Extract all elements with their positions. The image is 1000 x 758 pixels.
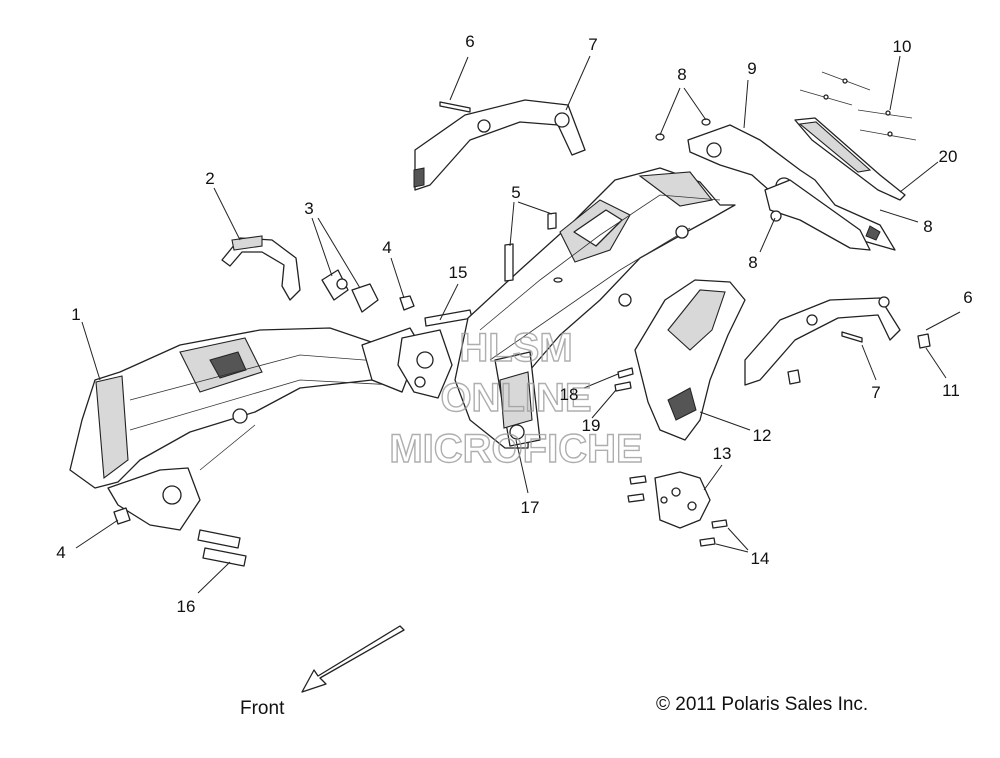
callout-17: 17 bbox=[521, 498, 540, 517]
callout-15: 15 bbox=[449, 263, 468, 282]
callout-19: 19 bbox=[582, 416, 601, 435]
callout-8-top: 8 bbox=[677, 65, 686, 84]
mount-bracket-part bbox=[654, 471, 711, 529]
copyright-text: © 2011 Polaris Sales Inc. bbox=[656, 694, 868, 715]
rear-rail-part-20 bbox=[794, 117, 906, 201]
clip-part-11 bbox=[917, 333, 931, 349]
clamp-part bbox=[221, 235, 301, 301]
watermark-line-1: HLSM bbox=[459, 326, 572, 370]
bolt-part-14 bbox=[627, 475, 728, 547]
rail-part-8 bbox=[764, 179, 881, 251]
rear-bracket-lower-part bbox=[744, 296, 901, 386]
front-direction-arrow bbox=[301, 625, 405, 693]
front-frame-part bbox=[69, 327, 421, 531]
callout-13: 13 bbox=[713, 444, 732, 463]
callout-1: 1 bbox=[71, 305, 80, 324]
callout-7-right: 7 bbox=[871, 383, 880, 402]
center-frame-part bbox=[454, 167, 736, 449]
clip-part-7-small bbox=[787, 369, 801, 385]
front-label: Front bbox=[240, 698, 285, 719]
nut-part-upper bbox=[399, 295, 415, 311]
pin-part bbox=[197, 529, 247, 567]
callout-20: 20 bbox=[939, 147, 958, 166]
callout-18: 18 bbox=[560, 385, 579, 404]
callout-10: 10 bbox=[893, 37, 912, 56]
callout-8-right: 8 bbox=[923, 217, 932, 236]
callout-11: 11 bbox=[942, 381, 960, 400]
fender-part bbox=[634, 279, 746, 441]
bracket-part bbox=[397, 309, 473, 399]
callout-12: 12 bbox=[753, 426, 772, 445]
callout-9: 9 bbox=[747, 59, 756, 78]
callout-labels: 1 2 3 4 4 5 6 6 7 7 8 8 8 9 10 11 12 13 … bbox=[56, 32, 972, 616]
callout-2: 2 bbox=[205, 169, 214, 188]
watermark-line-2: ONLINE bbox=[440, 376, 591, 420]
callout-14: 14 bbox=[751, 549, 770, 568]
bolt-part-18 bbox=[617, 367, 634, 379]
leader-lines bbox=[75, 55, 961, 594]
watermark: HLSM ONLINE MICROFICHE bbox=[389, 325, 644, 471]
cable-part-10 bbox=[799, 71, 917, 141]
callout-5: 5 bbox=[511, 183, 520, 202]
bolt-part-19 bbox=[614, 381, 632, 392]
watermark-line-3: MICROFICHE bbox=[389, 427, 642, 471]
callout-4-lower: 4 bbox=[56, 543, 65, 562]
clip-pair-part bbox=[321, 269, 379, 313]
callout-8-mid: 8 bbox=[748, 253, 757, 272]
callout-6-right: 6 bbox=[963, 288, 972, 307]
callout-16: 16 bbox=[177, 597, 196, 616]
rear-bracket-upper-part bbox=[413, 99, 586, 191]
callout-3: 3 bbox=[304, 199, 313, 218]
callout-4-upper: 4 bbox=[382, 238, 391, 257]
callout-6-upper: 6 bbox=[465, 32, 474, 51]
callout-7-upper: 7 bbox=[588, 35, 597, 54]
